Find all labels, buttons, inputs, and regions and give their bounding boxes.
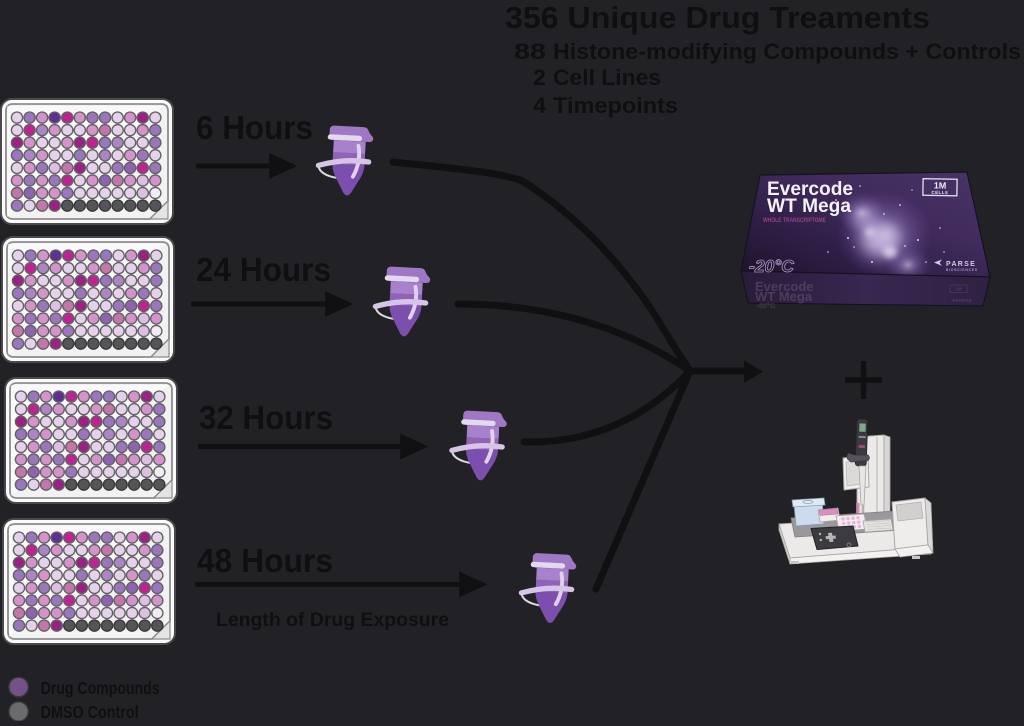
svg-text:6 Hours: 6 Hours [196,110,313,147]
svg-text:DMSO Control: DMSO Control [41,702,139,721]
svg-text:◂ PARSE: ◂ PARSE [951,298,973,304]
svg-text:Evercode: Evercode [767,179,853,200]
svg-text:Evercode: Evercode [755,279,814,294]
svg-text:WT Mega: WT Mega [767,196,851,217]
svg-text:24 Hours: 24 Hours [196,252,331,289]
svg-text:-20°C: -20°C [749,256,794,276]
svg-text:WT Mega: WT Mega [755,289,813,304]
svg-text:356 Unique Drug Treaments: 356 Unique Drug Treaments [505,0,930,35]
svg-text:2: 2 [533,65,546,90]
svg-text:PARSE: PARSE [946,261,976,268]
svg-text:48 Hours: 48 Hours [197,543,333,580]
svg-text:88: 88 [514,39,546,64]
svg-text:CELLS: CELLS [931,190,948,195]
svg-text:Drug Compounds: Drug Compounds [41,678,160,698]
svg-text:Histone-modifying Compounds +: Histone-modifying Compounds + Controls [553,39,1021,64]
svg-text:BIOSCIENCES: BIOSCIENCES [946,268,978,272]
svg-text:32 Hours: 32 Hours [199,400,333,437]
svg-text:Cell Lines: Cell Lines [553,65,661,90]
svg-text:-20°C: -20°C [757,302,775,310]
svg-text:WHOLE TRANSCRIPTOME: WHOLE TRANSCRIPTOME [763,218,826,224]
svg-text:Timepoints: Timepoints [553,93,678,118]
svg-text:1M: 1M [955,287,962,292]
svg-text:4: 4 [533,93,547,118]
svg-text:Length of Drug Exposure: Length of Drug Exposure [216,609,449,631]
svg-text:1M: 1M [934,180,947,190]
